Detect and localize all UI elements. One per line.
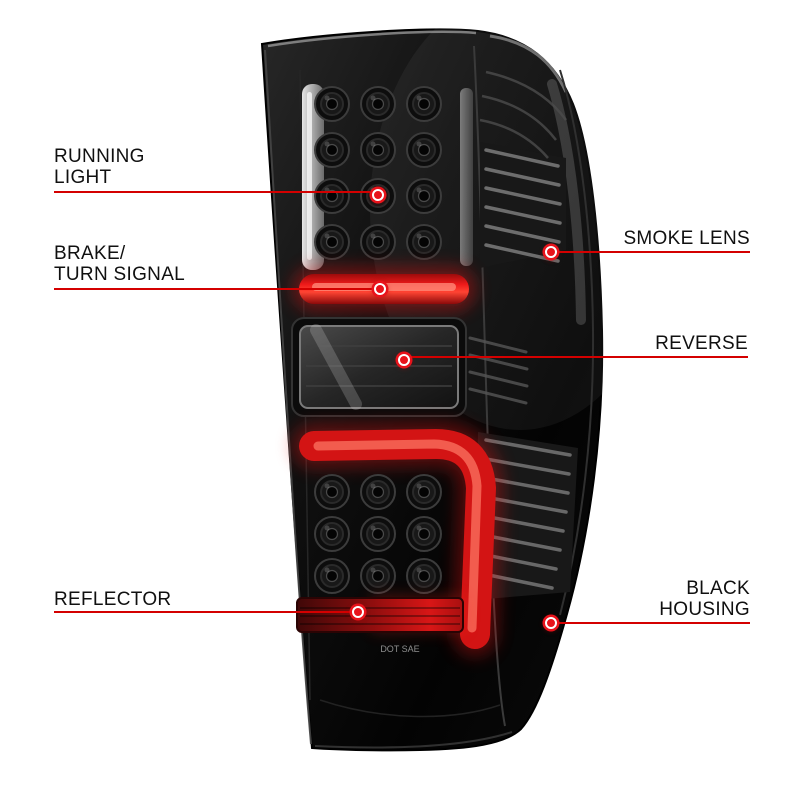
callout-label-line: HOUSING [659, 599, 750, 620]
callout-label-line: REVERSE [655, 333, 748, 354]
callout-line-reverse [410, 356, 748, 358]
callout-label-running-light: RUNNING LIGHT [54, 146, 145, 188]
callout-label-line: BLACK [686, 578, 750, 599]
callout-label-line: SMOKE LENS [623, 228, 750, 249]
callout-label-line: RUNNING [54, 146, 145, 167]
side-fins-upper [479, 70, 568, 268]
callout-dot-reflector [352, 606, 364, 618]
callout-line-smoke-lens [557, 251, 750, 253]
lens-marking: DOT SAE [380, 644, 419, 654]
callout-line-black-housing [557, 622, 750, 624]
running-light-bar [302, 84, 473, 270]
callout-line-brake-turn [54, 288, 374, 290]
reverse-lens [291, 317, 467, 417]
callout-label-smoke-lens: SMOKE LENS [623, 228, 750, 249]
callout-label-black-housing: BLACK HOUSING [659, 578, 750, 620]
callout-label-line: TURN SIGNAL [54, 264, 186, 285]
callout-label-reverse: REVERSE [655, 333, 748, 354]
lower-led-array [314, 474, 442, 594]
callout-label-brake-turn: BRAKE/ TURN SIGNAL [54, 243, 185, 285]
callout-line-running-light [54, 191, 370, 193]
callout-dot-black-housing [545, 617, 557, 629]
callout-label-line: LIGHT [54, 167, 112, 188]
lower-light-bar [291, 421, 504, 657]
callout-dot-smoke-lens [545, 246, 557, 258]
side-fins-middle [468, 336, 529, 405]
callout-line-reflector [54, 611, 352, 613]
reflector-bar [296, 597, 464, 633]
callout-label-reflector: REFLECTOR [54, 589, 171, 610]
callout-label-line: REFLECTOR [54, 589, 172, 610]
callout-label-line: BRAKE/ [54, 243, 126, 264]
callout-dot-running-light [372, 189, 384, 201]
callout-dot-brake-turn [374, 283, 386, 295]
callout-dot-reverse [398, 354, 410, 366]
